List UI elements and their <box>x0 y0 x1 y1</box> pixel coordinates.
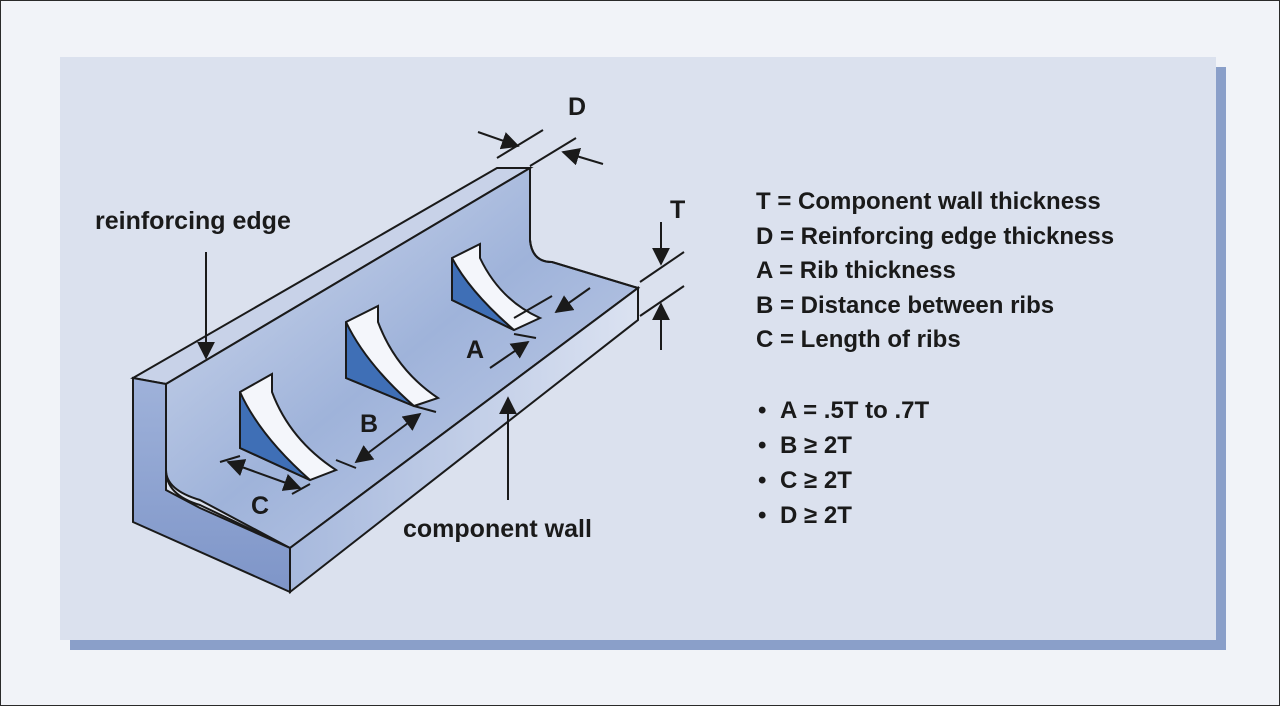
rule-text: D ≥ 2T <box>780 502 852 529</box>
reinforcing-edge-label: reinforcing edge <box>95 207 291 235</box>
component-wall-front <box>289 286 639 595</box>
dimension-d <box>477 129 604 167</box>
rule-item: • D ≥ 2T <box>758 498 929 533</box>
letter-b: B <box>360 410 379 438</box>
dimension-b <box>335 405 437 469</box>
legend-item: T = Component wall thickness <box>756 188 1101 215</box>
legend-item: C = Length of ribs <box>756 326 961 353</box>
bullet-icon: • <box>758 502 767 529</box>
rib-a <box>451 242 543 332</box>
bullet-icon: • <box>758 467 767 494</box>
legend: T = Component wall thickness D = Reinfor… <box>756 185 1114 358</box>
rule-item: • C ≥ 2T <box>758 463 929 498</box>
legend-item: A = Rib thickness <box>756 257 956 284</box>
legend-item: B = Distance between ribs <box>756 291 1055 319</box>
letter-t: T <box>670 196 686 224</box>
letter-c: C <box>251 492 270 520</box>
rule-text: A = .5T to .7T <box>780 397 930 424</box>
rule-item: • B ≥ 2T <box>758 428 929 463</box>
component-wall-label: component wall <box>403 515 592 543</box>
rule-text: C ≥ 2T <box>780 467 852 494</box>
rule-item: • A = .5T to .7T <box>758 393 929 428</box>
wall-end-face <box>132 376 291 594</box>
dimension-t <box>639 222 685 350</box>
letter-d: D <box>568 93 587 121</box>
dimension-c <box>219 455 311 495</box>
design-rules: • A = .5T to .7T • B ≥ 2T • C ≥ 2T • D ≥ 2T <box>758 393 929 533</box>
legend-item: D = Reinforcing edge thickness <box>756 222 1115 250</box>
rib-b <box>345 304 441 408</box>
dimension-a <box>489 287 591 369</box>
bullet-icon: • <box>758 397 767 424</box>
rule-text: B ≥ 2T <box>780 432 852 459</box>
letter-a: A <box>466 336 485 364</box>
bullet-icon: • <box>758 432 767 459</box>
